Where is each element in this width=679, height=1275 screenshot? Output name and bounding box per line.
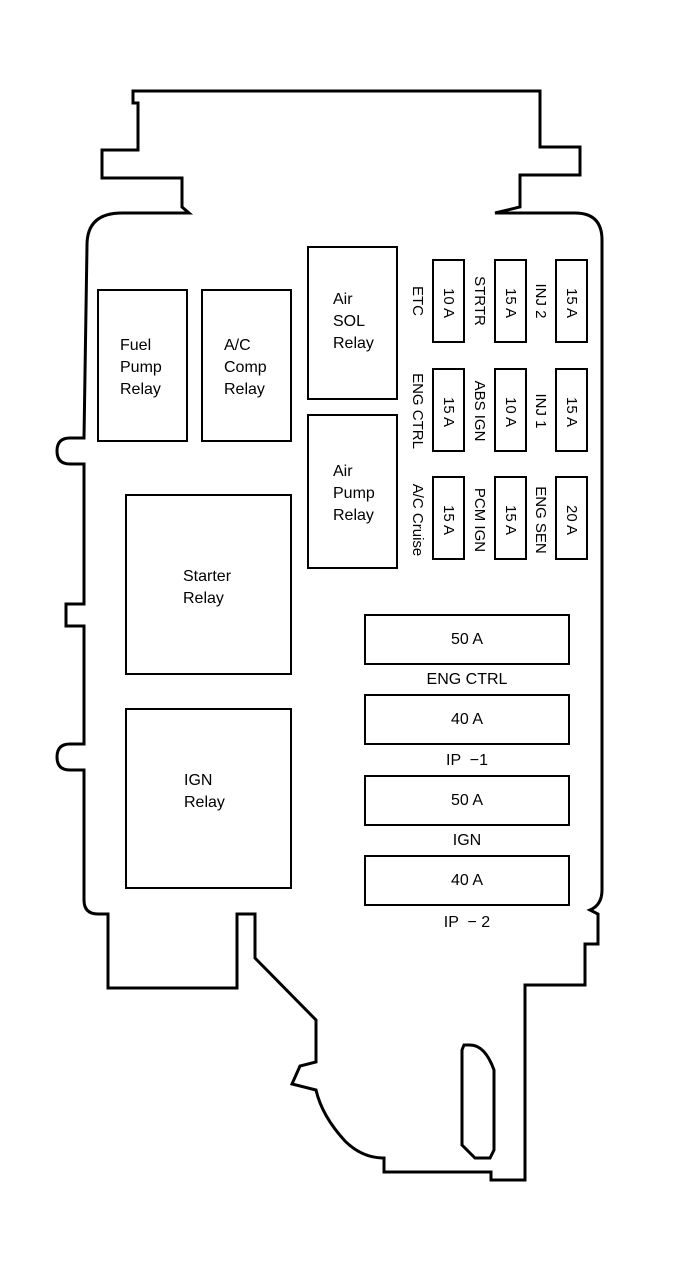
relay-label-line: Air xyxy=(333,291,353,308)
fuse-strtr: 15 A xyxy=(494,259,527,343)
fuse-inj1: 15 A xyxy=(555,368,588,452)
fuse-etc: 10 A xyxy=(432,259,465,343)
relay-label-line: Relay xyxy=(183,590,224,607)
fuse-label-eng-sen: ENG SEN xyxy=(532,486,549,554)
housing-outline xyxy=(55,89,604,1182)
relay-label-line: Relay xyxy=(120,381,161,398)
relay-label-line: A/C xyxy=(224,337,251,354)
ac-comp-relay: A/C Comp Relay xyxy=(201,289,292,442)
relay-label-line: Air xyxy=(333,463,353,480)
air-pump-relay: Air Pump Relay xyxy=(307,414,398,569)
fuse-pcm-ign: 15 A xyxy=(494,476,527,560)
fuse-rating: 15 A xyxy=(563,396,580,428)
fuse-label-pcm-ign: PCM IGN xyxy=(471,487,488,553)
fuse-inj2: 15 A xyxy=(555,259,588,343)
fuse-rating: 15 A xyxy=(440,396,457,428)
relay-label-line: Relay xyxy=(333,335,374,352)
maxi-fuse-rating: 50 A xyxy=(450,631,484,648)
fuse-label-etc: ETC xyxy=(409,286,426,316)
relay-label-line: Relay xyxy=(333,507,374,524)
maxi-fuse-ip1: 40 A xyxy=(364,694,570,745)
fuse-rating: 15 A xyxy=(563,287,580,319)
fuse-label-inj1: INJ 1 xyxy=(532,393,549,429)
fuse-rating: 15 A xyxy=(440,504,457,536)
connector-cavity xyxy=(460,1043,496,1160)
air-sol-relay: Air SOL Relay xyxy=(307,246,398,400)
fuse-ac-cruise: 15 A xyxy=(432,476,465,560)
maxi-fuse-label-eng-ctrl: ENG CTRL xyxy=(426,671,508,688)
starter-relay: Starter Relay xyxy=(125,494,292,675)
maxi-fuse-label-ip2: IP − 2 xyxy=(443,914,491,931)
fuse-eng-sen: 20 A xyxy=(555,476,588,560)
relay-label-line: Pump xyxy=(333,485,375,502)
relay-label-line: Comp xyxy=(224,359,267,376)
relay-label-line: Relay xyxy=(224,381,265,398)
maxi-fuse-rating: 40 A xyxy=(450,872,484,889)
maxi-fuse-label-ign: IGN xyxy=(452,832,482,849)
fuse-rating: 10 A xyxy=(502,396,519,428)
fuse-rating: 15 A xyxy=(502,287,519,319)
fuse-abs-ign: 10 A xyxy=(494,368,527,452)
maxi-fuse-rating: 40 A xyxy=(450,711,484,728)
relay-label-line: IGN xyxy=(184,772,213,789)
maxi-fuse-rating: 50 A xyxy=(450,792,484,809)
relay-label-line: Fuel xyxy=(120,337,152,354)
fuel-pump-relay: Fuel Pump Relay xyxy=(97,289,188,442)
fuse-label-strtr: STRTR xyxy=(471,276,488,326)
fuse-label-ac-cruise: A/C Cruise xyxy=(409,483,426,557)
relay-label-line: SOL xyxy=(333,313,366,330)
fuse-eng-ctrl: 15 A xyxy=(432,368,465,452)
fuse-rating: 10 A xyxy=(440,287,457,319)
fuse-rating: 20 A xyxy=(563,504,580,536)
relay-label-line: Relay xyxy=(184,794,225,811)
relay-label-line: Starter xyxy=(183,568,232,585)
fuse-rating: 15 A xyxy=(502,504,519,536)
fuse-label-abs-ign: ABS IGN xyxy=(471,380,488,442)
fuse-label-inj2: INJ 2 xyxy=(532,283,549,319)
maxi-fuse-ip2: 40 A xyxy=(364,855,570,906)
maxi-fuse-label-ip1: IP −1 xyxy=(446,752,488,769)
relay-label-line: Pump xyxy=(120,359,162,376)
fuse-label-eng-ctrl: ENG CTRL xyxy=(409,373,426,449)
ign-relay: IGN Relay xyxy=(125,708,292,889)
maxi-fuse-ign: 50 A xyxy=(364,775,570,826)
maxi-fuse-eng-ctrl: 50 A xyxy=(364,614,570,665)
